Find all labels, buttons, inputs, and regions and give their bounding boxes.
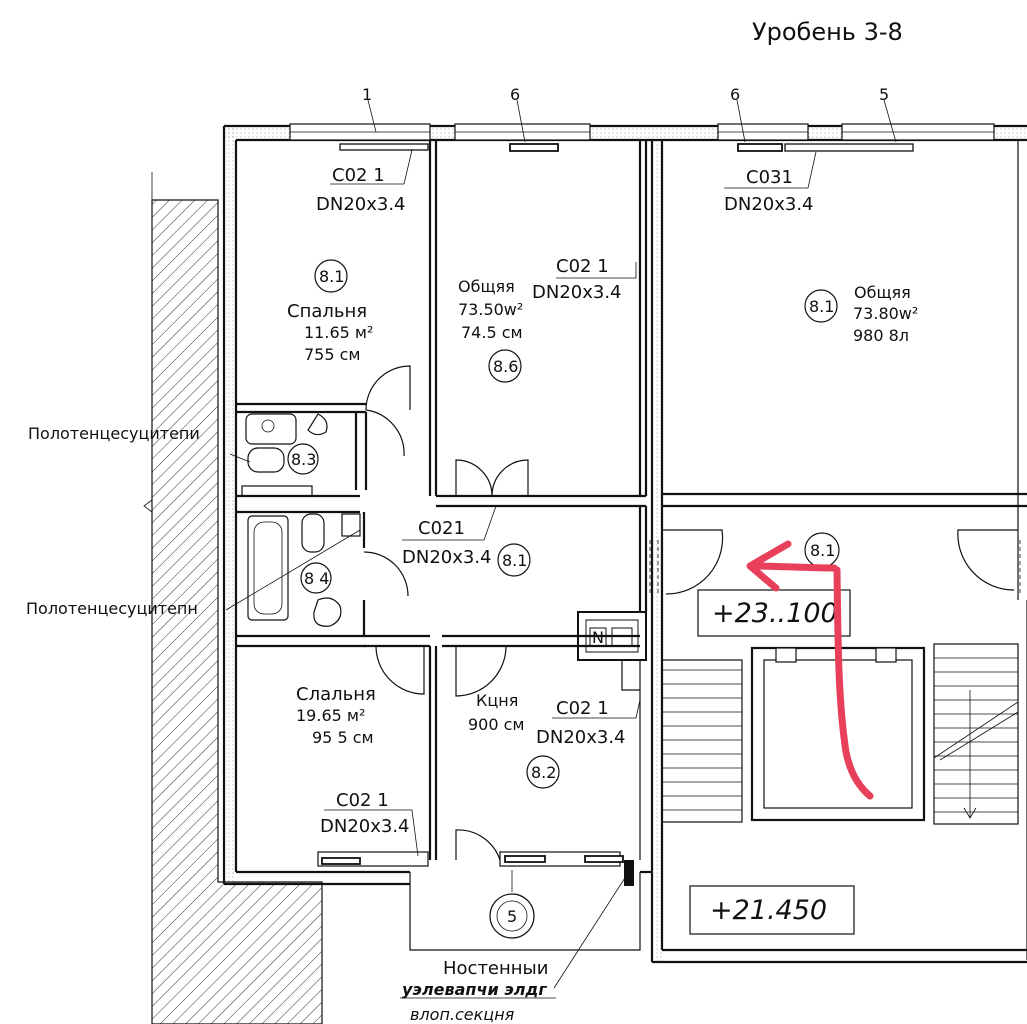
arrow-annotation-icon [746,540,874,800]
radiator-2-code: С031 [746,167,793,188]
bedroom-top-name: Спальня [287,301,367,322]
bedroom-top-area: 11.65 м² [304,323,373,342]
level-upper-box [697,589,851,637]
footer-line-1: Ностенныи [443,958,548,979]
common-right-name: Общяя [854,283,911,302]
radiator-4-size: DN20x3.4 [402,547,492,568]
kitchen-name: Кцня [476,691,518,710]
hall-tag: 8.1 [502,551,527,570]
common-mid-note: 74.5 см [461,323,523,342]
stair-hall-tag: 8.1 [810,541,835,560]
common-right-note: 980 8л [853,326,909,345]
radiator-5-code: С02 1 [556,698,609,719]
bath-upper-tag: 8.3 [291,450,316,469]
radiator-1-code: С02 1 [332,165,385,186]
room-tag-circles [287,259,840,789]
radiator-6-code: С02 1 [336,790,389,811]
bedroom-bottom-area: 19.65 м² [296,706,365,725]
balcony-drain [489,870,535,939]
bedroom-top-tag: 8.1 [319,267,344,286]
window-mark-leaders [367,99,897,143]
bath-lower-tag: 8 4 [304,569,329,588]
interior-walls [236,140,1027,860]
common-right-tag: 8.1 [809,297,834,316]
radiator-units [321,143,914,886]
radiator-3-code: С02 1 [556,256,609,277]
bathroom-fixtures [241,413,361,627]
level-lower: +21.450 [710,895,827,926]
window-mark-5: 5 [879,85,889,104]
balcony-drain-tag: 5 [507,907,517,926]
kitchen-note: 900 см [468,715,525,734]
radiator-1-size: DN20x3.4 [316,194,406,215]
radiator-5-size: DN20x3.4 [536,727,626,748]
common-right-area: 73.80w² [853,304,918,323]
bedroom-bottom-name: Слальня [296,684,376,705]
radiator-4-code: С021 [418,518,465,539]
window-mark-1: 1 [362,85,372,104]
sheet-title: Уробень 3-8 [752,18,903,46]
adjacent-building-hatch [143,172,323,1024]
window-mark-6a: 6 [510,85,520,104]
radiator-leaders [225,149,817,989]
footer-line-3: влоп.секцня [410,1005,515,1024]
common-mid-area: 73.50w² [458,300,523,319]
window-mark-6b: 6 [730,85,740,104]
kitchen-tag: 8.2 [531,763,556,782]
common-mid-tag: 8.6 [493,357,518,376]
radiator-3-size: DN20x3.4 [532,282,622,303]
footer-line-2: уэлевапчи элдг [402,980,547,999]
towel-warmer-lower-callout: Полотенцесуцитепн [26,599,198,618]
level-lower-box [689,885,855,935]
door-swings [363,365,1021,861]
common-mid-name: Общяя [458,277,515,296]
bedroom-bottom-note: 95 5 см [312,728,374,747]
meter-box-label: N [592,628,604,647]
radiator-6-size: DN20x3.4 [320,816,410,837]
bedroom-top-note: 755 см [304,345,361,364]
towel-warmer-upper-callout: Полотенцесуцитепи [28,424,200,443]
radiator-2-size: DN20x3.4 [724,194,814,215]
level-upper: +23..100 [712,598,838,629]
staircase [661,643,1019,825]
windows [289,123,995,867]
